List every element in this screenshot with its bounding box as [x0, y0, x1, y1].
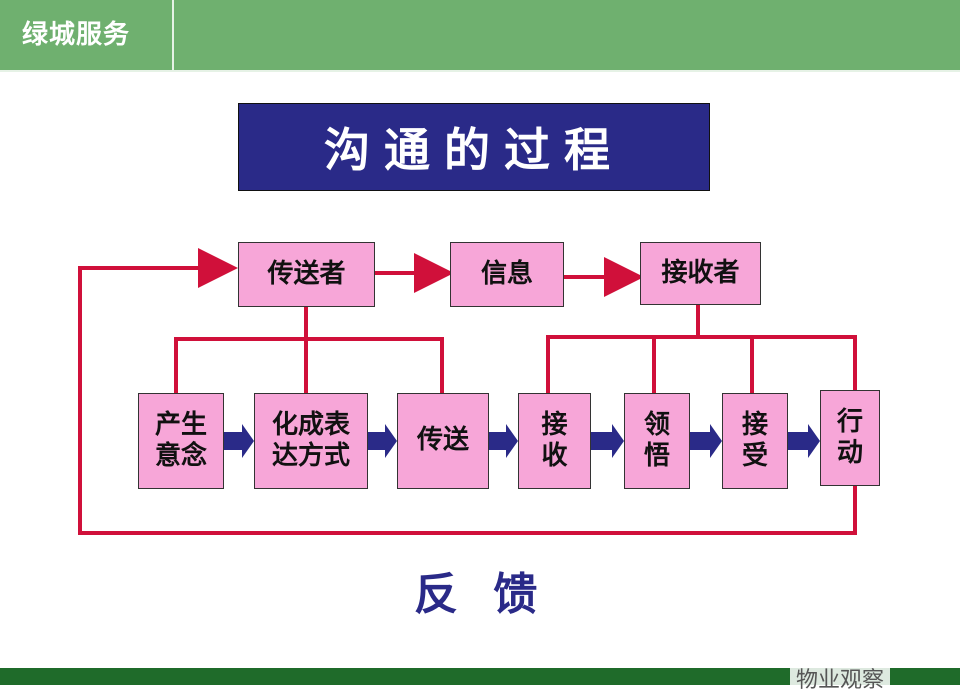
step-encode-box: 化成表 达方式 — [254, 393, 368, 489]
receiver-label: 接收者 — [661, 257, 740, 288]
sender-branch — [174, 337, 444, 393]
step-arrow-4 — [591, 424, 624, 458]
sender-box: 传送者 — [238, 242, 375, 307]
step-label: 接 受 — [741, 409, 768, 471]
watermark: 物业观察 — [790, 662, 891, 694]
title-box: 沟通的过程 — [238, 103, 710, 191]
header-divider — [0, 70, 960, 72]
step-label: 接 收 — [541, 409, 568, 471]
brand-title: 绿城服务 — [22, 20, 131, 50]
step-accept-box: 接 受 — [722, 393, 788, 489]
header-bar: 绿城服务 — [0, 0, 960, 72]
step-label: 化成表 达方式 — [271, 409, 350, 471]
step-receive-box: 接 收 — [518, 393, 591, 489]
step-intent-box: 产生 意念 — [138, 393, 224, 489]
step-label: 行 动 — [836, 406, 863, 468]
step-act-box: 行 动 — [820, 390, 880, 486]
step-arrow-5 — [690, 424, 722, 458]
step-label: 领 悟 — [643, 409, 670, 471]
step-arrow-6 — [788, 424, 820, 458]
step-arrow-2 — [368, 424, 397, 458]
receiver-box: 接收者 — [640, 242, 761, 305]
step-label: 传送 — [416, 425, 469, 456]
message-box: 信息 — [450, 242, 564, 307]
step-transmit-box: 传送 — [397, 393, 489, 489]
footer-bar — [0, 668, 960, 685]
step-label: 产生 意念 — [154, 409, 207, 471]
step-arrow-1 — [224, 424, 254, 458]
step-arrow-3 — [489, 424, 518, 458]
feedback-label: 反 馈 — [414, 569, 548, 620]
step-understand-box: 领 悟 — [624, 393, 690, 489]
header-tab: 绿城服务 — [0, 0, 174, 70]
message-label: 信息 — [480, 258, 533, 289]
sender-label: 传送者 — [267, 258, 346, 289]
feedback-loop — [78, 248, 857, 535]
receiver-branch — [546, 335, 857, 393]
diagram-title: 沟通的过程 — [324, 123, 624, 177]
